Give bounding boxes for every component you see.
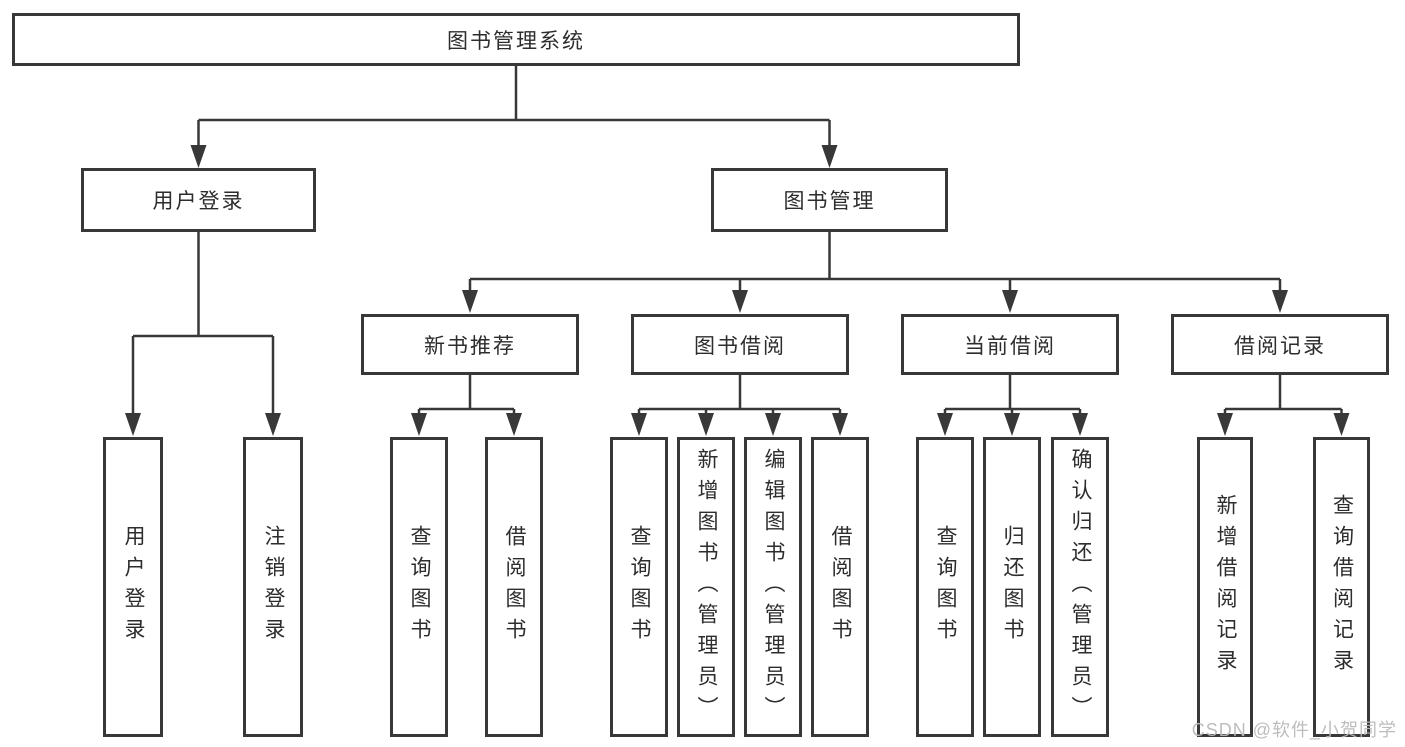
- node-library-management-system: 图书管理系统: [12, 13, 1020, 66]
- connector-book-management: [468, 232, 1282, 292]
- node-new-book-recommend: 新书推荐: [361, 314, 579, 375]
- node-label: 归还图书: [1001, 525, 1024, 649]
- node-label: 图书管理: [783, 190, 876, 213]
- node-label: 编辑图书（管理员）: [762, 447, 785, 727]
- node-label: 借阅图书: [503, 525, 526, 649]
- node-label: 查询图书: [408, 525, 431, 649]
- node-borrow-query-books: 查询图书: [610, 437, 668, 737]
- connector-book-borrow: [637, 375, 842, 415]
- node-logout: 注销登录: [243, 437, 303, 737]
- node-label: 新增图书（管理员）: [695, 447, 718, 727]
- node-label: 当前借阅: [964, 334, 1056, 358]
- connector-borrow-records: [1223, 375, 1343, 415]
- csdn-watermark: CSDN @软件_小贺同学: [1191, 720, 1397, 740]
- node-label: 图书借阅: [694, 334, 786, 358]
- node-book-borrow: 图书借阅: [631, 314, 849, 375]
- node-label: 用户登录: [122, 525, 145, 649]
- node-label: 借阅图书: [829, 525, 852, 649]
- node-user-login: 用户登录: [81, 168, 316, 232]
- node-user-login-action: 用户登录: [103, 437, 163, 737]
- node-book-management: 图书管理: [711, 168, 948, 232]
- node-confirm-return-admin: 确认归还（管理员）: [1051, 437, 1109, 737]
- connector-root: [197, 65, 831, 147]
- node-add-books-admin: 新增图书（管理员）: [677, 437, 735, 737]
- node-current-borrow: 当前借阅: [901, 314, 1119, 375]
- node-label: 查询图书: [934, 525, 957, 649]
- node-current-query-books: 查询图书: [916, 437, 974, 737]
- connector-user-login: [131, 232, 275, 415]
- node-label: 查询图书: [628, 525, 651, 649]
- node-return-books: 归还图书: [983, 437, 1041, 737]
- node-recommend-borrow-books: 借阅图书: [485, 437, 543, 737]
- node-borrow-records: 借阅记录: [1171, 314, 1389, 375]
- node-add-borrow-record: 新增借阅记录: [1197, 437, 1253, 737]
- node-borrow-books: 借阅图书: [811, 437, 869, 737]
- node-label: 查询借阅记录: [1330, 494, 1354, 680]
- node-query-borrow-record: 查询借阅记录: [1313, 437, 1370, 737]
- connector-current-borrow: [943, 375, 1082, 415]
- node-label: 注销登录: [262, 525, 285, 649]
- node-recommend-query-books: 查询图书: [390, 437, 448, 737]
- node-label: 借阅记录: [1234, 334, 1326, 358]
- node-label: 确认归还（管理员）: [1069, 447, 1092, 727]
- node-label: 用户登录: [152, 190, 245, 213]
- node-edit-books-admin: 编辑图书（管理员）: [744, 437, 802, 737]
- node-label: 新书推荐: [424, 334, 516, 358]
- connector-new-book-recommend: [417, 375, 516, 415]
- node-label: 新增借阅记录: [1214, 494, 1237, 680]
- node-label: 图书管理系统: [447, 29, 585, 53]
